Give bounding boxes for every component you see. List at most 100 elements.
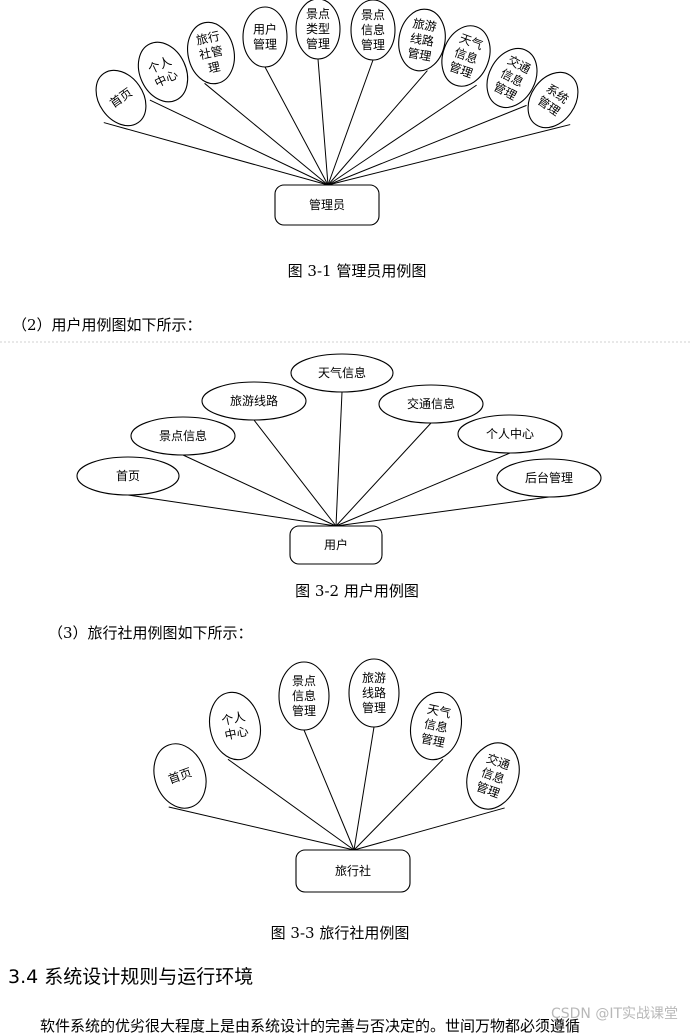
admin-use-case-ellipse xyxy=(295,0,341,60)
admin-use-case-ellipse xyxy=(137,41,189,103)
agency-use-case-label: 管理 xyxy=(420,730,447,750)
user-use-case-ellipse xyxy=(130,416,236,456)
admin-use-case-label: 旅行 xyxy=(195,29,221,48)
agency-association-line xyxy=(227,758,355,851)
admin-use-case-ellipse xyxy=(95,69,147,127)
admin-association-line xyxy=(327,59,374,186)
agency-use-case-label: 个人 xyxy=(220,709,246,728)
admin-use-case-label: 管理 xyxy=(361,37,385,52)
agency-caption: 图 3-3 旅行社用例图 xyxy=(271,924,410,942)
agency-association-line xyxy=(168,806,355,851)
user-association-line xyxy=(335,391,343,527)
agency-use-case-label: 管理 xyxy=(292,703,316,718)
admin-use-case-label: 线路 xyxy=(409,30,435,49)
admin-association-line xyxy=(327,104,527,186)
admin-association-line xyxy=(327,70,428,186)
admin-actor-label: 管理员 xyxy=(309,197,345,212)
agency-association-line xyxy=(353,807,505,851)
agency-association-line xyxy=(353,726,375,851)
agency-use-case-ellipse xyxy=(466,742,520,810)
admin-association-line xyxy=(149,99,329,186)
user-use-case-ellipse xyxy=(496,458,602,498)
agency-use-case-label: 管理 xyxy=(362,700,386,715)
admin-use-case: 首页 xyxy=(95,69,147,127)
admin-association-line xyxy=(204,82,329,186)
user-use-case-ellipse xyxy=(201,381,307,421)
admin-use-case-label: 用户 xyxy=(253,22,277,37)
admin-use-case-ellipse xyxy=(350,0,396,61)
user-use-case-label: 后台管理 xyxy=(525,470,573,485)
admin-use-case-label: 社管 xyxy=(198,43,225,63)
admin-use-case-ellipse xyxy=(441,25,491,87)
admin-association-line xyxy=(264,66,329,186)
agency-use-case-ellipse xyxy=(278,661,330,731)
agency-use-case-label: 信息 xyxy=(423,716,450,736)
admin-use-case: 个人中心 xyxy=(137,41,189,103)
admin-caption: 图 3-1 管理员用例图 xyxy=(288,262,427,280)
user-use-case-label: 交通信息 xyxy=(407,396,455,411)
admin-use-case-label: 管理 xyxy=(253,37,277,52)
agency-use-case: 个人中心 xyxy=(208,691,262,761)
agency-association-line xyxy=(353,758,444,851)
agency-actor-box xyxy=(295,849,411,893)
watermark: CSDN @IT实战课堂 xyxy=(550,1006,678,1022)
user-association-line xyxy=(335,452,511,527)
agency-diagram-intro: （3）旅行社用例图如下所示： xyxy=(48,624,253,642)
admin-use-case-ellipse xyxy=(398,8,446,72)
agency-use-case: 首页 xyxy=(153,743,207,809)
user-use-case-ellipse xyxy=(457,414,563,454)
admin-use-case-label: 景点 xyxy=(306,7,330,21)
admin-use-case-label: 理 xyxy=(207,60,222,76)
agency-use-case-label: 中心 xyxy=(223,723,250,743)
user-caption: 图 3-2 用户用例图 xyxy=(295,582,419,600)
user-association-line xyxy=(127,494,337,527)
section-heading: 3.4 系统设计规则与运行环境 xyxy=(8,966,254,988)
admin-diagram: 首页个人中心旅行社管理用户管理景点类型管理景点信息管理旅游线路管理天气信息管理交… xyxy=(95,0,579,280)
admin-use-case-label: 景点 xyxy=(361,8,385,22)
admin-use-case-label: 旅游 xyxy=(412,16,438,34)
user-use-case-ellipse xyxy=(290,353,394,393)
user-association-line xyxy=(335,422,432,527)
user-use-case-label: 景点信息 xyxy=(159,428,207,443)
user-diagram-intro: （2）用户用例图如下所示： xyxy=(12,316,202,334)
agency-use-case-ellipse xyxy=(208,691,262,761)
user-association-line xyxy=(253,419,337,527)
admin-association-line xyxy=(317,58,329,186)
agency-use-case-label: 天气 xyxy=(426,701,453,721)
user-use-case-label: 首页 xyxy=(116,469,140,483)
agency-use-case-label: 线路 xyxy=(362,685,386,700)
admin-association-line xyxy=(327,124,571,186)
user-actor-box xyxy=(289,525,383,565)
agency-use-case-ellipse xyxy=(409,691,463,761)
user-use-case-label: 旅游线路 xyxy=(230,393,278,408)
admin-association-line xyxy=(327,84,477,186)
admin-use-case-ellipse xyxy=(527,71,579,129)
user-association-line xyxy=(335,496,550,527)
admin-use-case-label: 类型 xyxy=(306,22,330,36)
user-use-case-ellipse xyxy=(378,384,484,424)
body-paragraph: 软件系统的优劣很大程度上是由系统设计的完善与否决定的。世间万物都必须遵循 xyxy=(40,1017,581,1035)
admin-association-line xyxy=(103,122,329,186)
admin-use-case-ellipse xyxy=(187,21,235,85)
admin-use-case-ellipse xyxy=(486,48,538,108)
agency-use-case-label: 信息 xyxy=(292,688,316,703)
user-use-case-ellipse xyxy=(76,456,180,496)
agency-association-line xyxy=(303,729,355,851)
admin-actor-box xyxy=(274,184,380,226)
admin-use-case-label: 管理 xyxy=(406,45,432,64)
agency-use-case-label: 景点 xyxy=(292,674,316,688)
agency-actor-label: 旅行社 xyxy=(335,863,371,878)
